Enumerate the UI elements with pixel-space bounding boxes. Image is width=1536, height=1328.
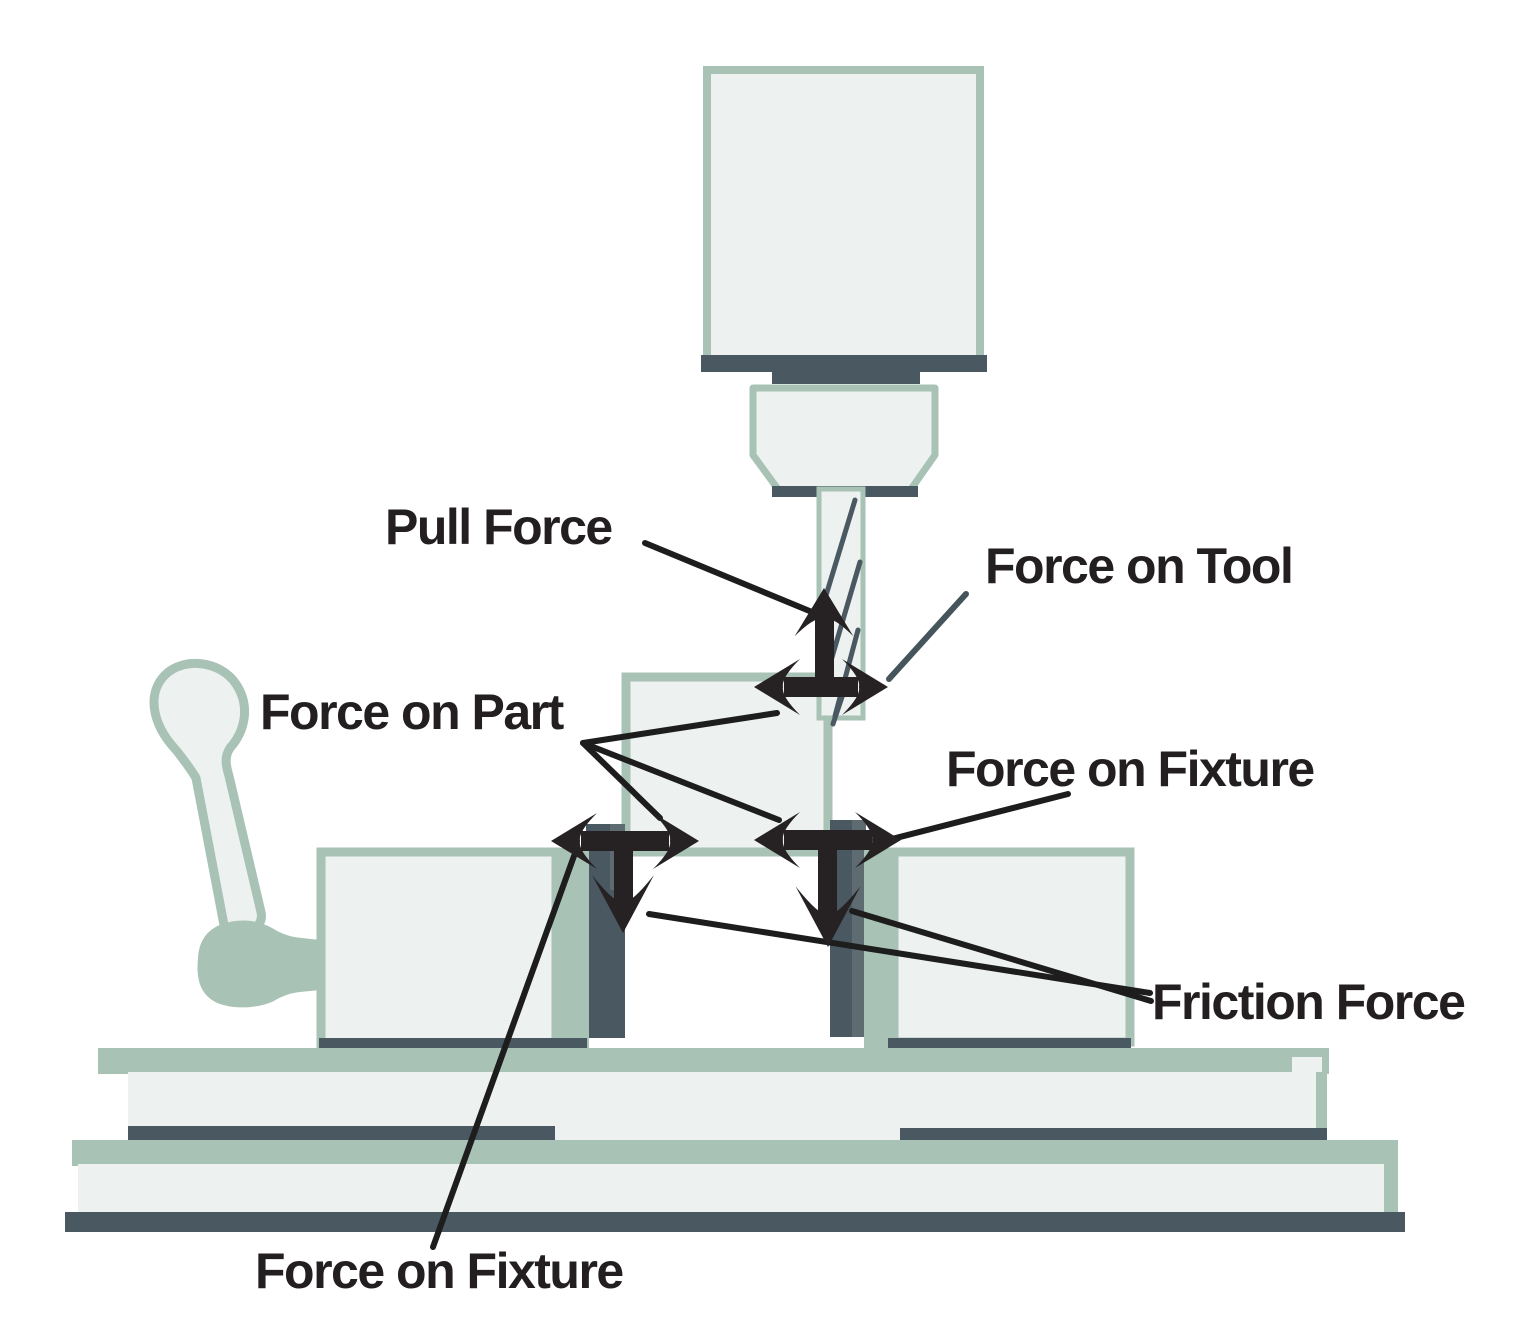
force-on-fixture-upper-pointer-line: [881, 791, 1071, 844]
right-vise-jaw-block: [889, 847, 1135, 1047]
right-block-base-bar: [888, 1038, 1131, 1051]
bed-right-notch: [1292, 1057, 1322, 1074]
base-slab-2: [78, 1164, 1394, 1216]
force-on-fixture-upper-label: Force on Fixture: [946, 741, 1314, 797]
friction-force-pointer-lines: [646, 908, 1154, 1004]
labels: Pull Force Force on Tool Force on Part F…: [255, 499, 1467, 1299]
way-bar-left: [128, 1126, 555, 1143]
milling-machine: [701, 66, 987, 497]
force-on-tool-pointer-line: [886, 591, 969, 682]
handle-boss: [197, 920, 320, 1008]
force-on-tool-arrow: [754, 588, 888, 715]
pull-force-pointer-line: [642, 540, 815, 615]
base-band-2: [72, 1140, 1398, 1166]
pull-force-label: Pull Force: [385, 499, 612, 555]
tool-flutes: [821, 497, 863, 727]
spindle-nose-plate: [701, 355, 987, 372]
machine-base-bar: [65, 1212, 1405, 1232]
workpiece: [621, 672, 833, 857]
left-vise-jaw-block: [316, 847, 561, 1049]
left-jaw-backer: [556, 848, 589, 1048]
base-slab-2-edge: [1384, 1164, 1398, 1216]
vise-handle: [149, 658, 320, 1008]
left-jaw-force-arrow: [551, 813, 699, 933]
handle-lever: [149, 658, 266, 937]
force-on-fixture-lower-label: Force on Fixture: [255, 1243, 623, 1299]
force-on-fixture-lower-pointer-line: [430, 853, 577, 1250]
vise-fixture: [65, 486, 1405, 1232]
force-on-part-label: Force on Part: [260, 684, 565, 740]
force-on-part-pointer-lines: [580, 710, 782, 823]
force-arrows: [551, 588, 901, 947]
pointer-lines: [430, 540, 1154, 1250]
right-jaw-side: [852, 820, 866, 1037]
right-jaw-force-arrow: [754, 812, 901, 947]
collet-chuck: [749, 384, 939, 496]
base-slab-1-edge: [1316, 1072, 1327, 1140]
force-on-tool-label: Force on Tool: [985, 538, 1292, 594]
spindle-nose-step: [772, 369, 920, 384]
friction-force-label: Friction Force: [1152, 974, 1465, 1030]
vise-bed-band: [98, 1048, 1329, 1074]
spindle-housing: [703, 66, 984, 364]
left-block-base-bar: [319, 1038, 587, 1051]
vise-base: [65, 1048, 1405, 1232]
